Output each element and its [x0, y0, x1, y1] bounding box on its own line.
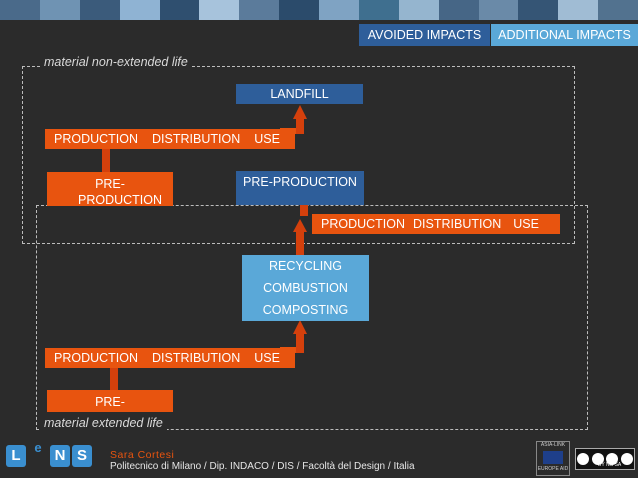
- sa-icon: [620, 453, 633, 465]
- logo-letter-e: e: [34, 440, 42, 455]
- footer: [0, 440, 638, 478]
- license-labels: BY NC SA: [598, 462, 622, 468]
- connector-use-landfill-rise: [296, 118, 304, 134]
- legend-additional-impacts: ADDITIONAL IMPACTS: [491, 24, 638, 46]
- landfill-label: LANDFILL: [270, 87, 329, 101]
- connector-preprod-production-1: [102, 146, 110, 172]
- chain3-production: PRODUCTION: [54, 351, 139, 365]
- header-strip-tile: [279, 0, 319, 20]
- author-name: Sara Cortesi: [110, 449, 175, 461]
- header-strip-tile: [119, 0, 160, 20]
- logo-letter-s: S: [72, 445, 92, 467]
- chain2-distribution: DISTRIBUTION: [413, 217, 502, 231]
- creative-commons-badge[interactable]: [575, 448, 635, 470]
- legend-avoided-impacts: AVOIDED IMPACTS: [359, 24, 490, 46]
- chain3-pre-production: PRE-PRODUCTION: [47, 390, 173, 412]
- by-icon: [591, 453, 604, 465]
- header-strip-tile: [239, 0, 280, 20]
- eol-combustion: COMBUSTION: [263, 281, 348, 295]
- arrowhead-production-2: [293, 219, 307, 232]
- header-strip-tile: [398, 0, 439, 20]
- affiliation: Politecnico di Milano / Dip. INDACO / DI…: [110, 461, 415, 472]
- header-strip-tile: [598, 0, 638, 20]
- chain3-distribution: DISTRIBUTION: [152, 351, 241, 365]
- eol-recycling: RECYCLING: [269, 259, 342, 273]
- header-strip-tile: [39, 0, 80, 20]
- lens-logo: L e N S: [6, 440, 92, 467]
- header-strip-tile: [79, 0, 120, 20]
- arrowhead-end-of-life: [293, 320, 307, 334]
- chain1-production: PRODUCTION: [54, 132, 139, 146]
- chain3-pre-production-label: PRE-PRODUCTION: [78, 395, 162, 412]
- header-strip-tile: [0, 0, 40, 20]
- chain1-lifecycle-bar: PRODUCTION DISTRIBUTION USE: [45, 129, 295, 149]
- header-strip-tile: [558, 0, 599, 20]
- header-strip-tile: [358, 0, 399, 20]
- connector-eol-production-2: [296, 232, 304, 256]
- chain2-production: PRODUCTION: [321, 217, 406, 231]
- connector-use-eol-rise: [296, 333, 304, 353]
- chain1-use: USE: [254, 132, 280, 146]
- end-of-life-box: RECYCLING COMBUSTION COMPOSTING: [242, 255, 369, 321]
- asia-link-title: ASIA-LINK: [540, 442, 566, 448]
- nc-icon: [606, 453, 619, 465]
- chain2-lifecycle-bar: PRODUCTION DISTRIBUTION USE: [312, 214, 560, 234]
- connector-preprod-production-2: [300, 204, 308, 216]
- eu-flag-icon: [543, 451, 563, 464]
- asia-link-logo: ASIA-LINK EUROPE AID: [536, 441, 570, 476]
- landfill-box: LANDFILL: [236, 84, 363, 104]
- pre-production-box: PRE-PRODUCTION: [236, 171, 364, 205]
- chain2-use: USE: [513, 217, 539, 231]
- region-extended-life: [36, 205, 588, 430]
- chain3-use: USE: [254, 351, 280, 365]
- cc-icon: [577, 453, 590, 465]
- chain3-lifecycle-bar: PRODUCTION DISTRIBUTION USE: [45, 348, 295, 368]
- arrowhead-landfill: [293, 105, 307, 119]
- asia-link-sub: EUROPE AID: [537, 466, 569, 472]
- logo-letter-n: N: [50, 445, 70, 467]
- header-strip-tile: [478, 0, 519, 20]
- header-strip: [0, 0, 638, 20]
- header-strip-tile: [438, 0, 479, 20]
- connector-preprod-production-3: [110, 368, 118, 392]
- chain1-pre-production-label: PRE-PRODUCTION: [78, 177, 163, 206]
- pre-production-label: PRE-PRODUCTION: [243, 175, 357, 189]
- header-strip-tile: [518, 0, 559, 20]
- logo-letter-l: L: [6, 445, 26, 467]
- header-strip-tile: [319, 0, 359, 20]
- chain1-distribution: DISTRIBUTION: [152, 132, 241, 146]
- header-strip-tile: [159, 0, 200, 20]
- label-non-extended-life: material non-extended life: [40, 55, 192, 69]
- chain1-pre-production: PRE-PRODUCTION: [47, 172, 173, 206]
- header-strip-tile: [199, 0, 240, 20]
- label-extended-life: material extended life: [40, 416, 167, 430]
- eol-composting: COMPOSTING: [262, 303, 349, 317]
